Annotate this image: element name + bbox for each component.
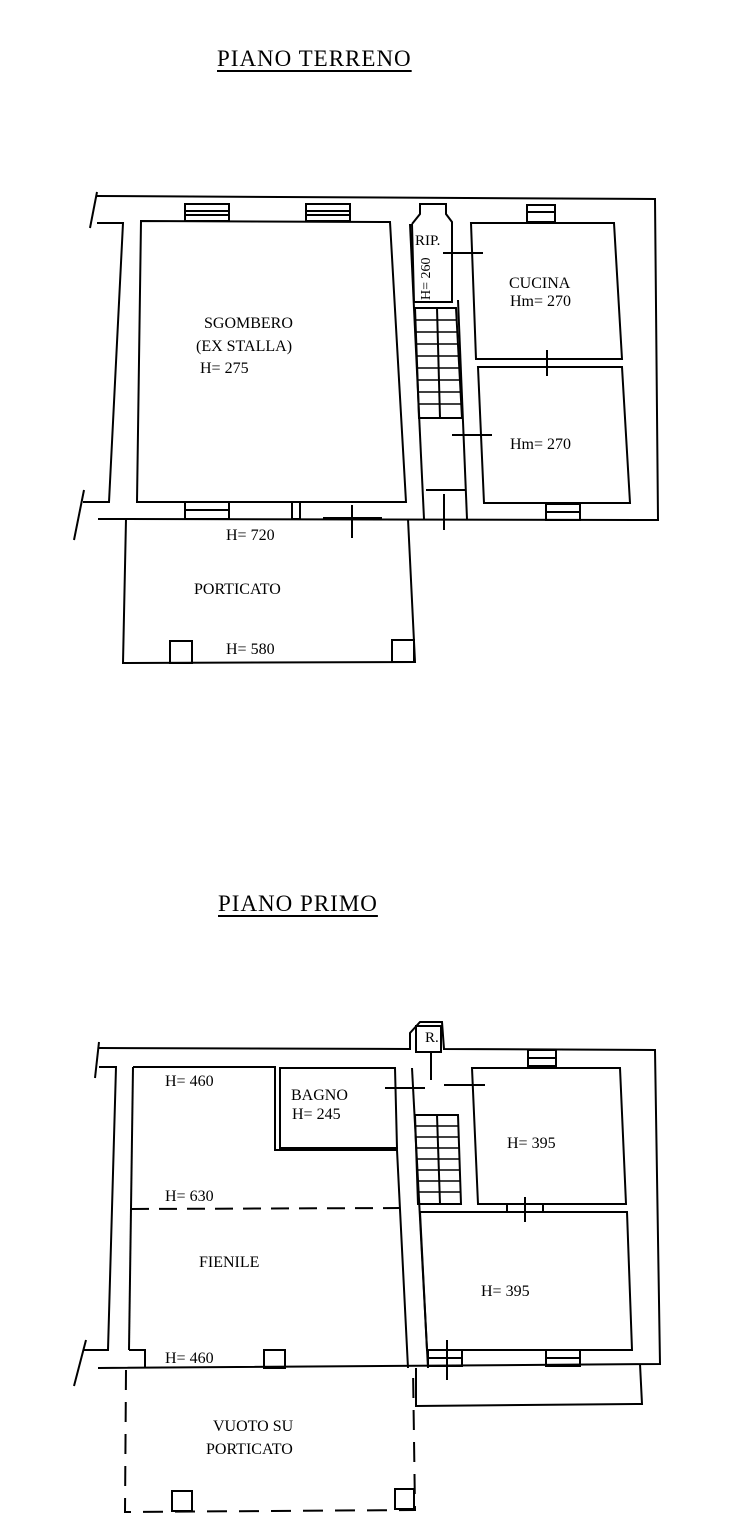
room-height-sgombero: H= 275 [200, 360, 249, 377]
room-name-bagno: BAGNO [291, 1087, 348, 1104]
room-sgombero [135, 219, 408, 503]
room-2-first [418, 1211, 634, 1351]
room-name-sgombero: SGOMBERO [204, 315, 293, 332]
room-name-r: R. [425, 1030, 439, 1046]
fienile-height-mid: H= 630 [165, 1188, 214, 1205]
room-cucina [469, 222, 624, 360]
porticato-height-bottom: H= 580 [226, 641, 275, 658]
floor-title-ground: PIANO TERRENO [217, 46, 412, 71]
room-name-fienile: FIENILE [199, 1254, 260, 1271]
room-sub-sgombero: (EX STALLA) [196, 338, 293, 355]
room-name-cucina: CUCINA [509, 275, 571, 292]
fienile-height-top: H= 460 [165, 1073, 214, 1090]
room-height-first-1: H= 395 [507, 1135, 556, 1152]
room-height-ground-2: Hm= 270 [510, 436, 572, 453]
room-sub-vuoto: PORTICATO [206, 1441, 293, 1458]
room-2-ground [476, 366, 632, 504]
room-height-first-2: H= 395 [481, 1283, 530, 1300]
room-height-rip: H= 260 [419, 257, 434, 300]
ground-floor-plan [73, 191, 660, 665]
porticato-height-top: H= 720 [226, 527, 275, 544]
room-height-bagno: H= 245 [292, 1106, 341, 1123]
room-name-vuoto: VUOTO SU [213, 1418, 294, 1435]
room-name-rip: RIP. [415, 233, 441, 249]
fienile-height-bottom: H= 460 [165, 1350, 214, 1367]
room-height-cucina: Hm= 270 [510, 293, 572, 310]
room-name-porticato: PORTICATO [194, 581, 281, 598]
first-floor-plan [73, 1021, 662, 1514]
floor-title-first: PIANO PRIMO [218, 891, 378, 916]
room-1-first [470, 1067, 628, 1205]
